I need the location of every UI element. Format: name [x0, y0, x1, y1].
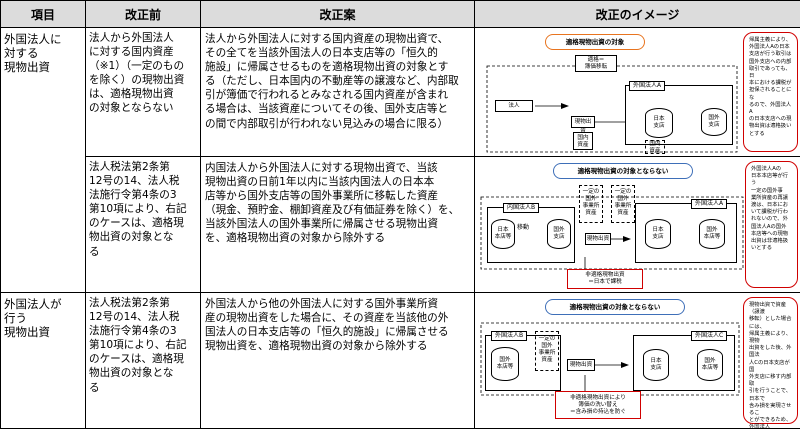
foreign-branch-cylinder: 国外 支店: [547, 219, 571, 249]
note-box: 現物出資で資産（譲渡 移転）とした場合には、 帰属主義により、現物 出資をした後…: [743, 297, 798, 424]
diagram-title: 適格現物出資の対象とならない: [553, 163, 693, 179]
before-cell: 法人税法第2条第 12号の14、法人税 法施行令第4条の3 第10項により、右記…: [86, 157, 201, 293]
header-before: 改正前: [86, 1, 201, 28]
image-cell: 適格現物出資の対象 適格＝ 簿価移転 法人 外国法人A 日本 支店 国外 支店 …: [475, 28, 800, 157]
domestic-corp-b-label: 内国法人B: [503, 203, 539, 213]
asset-box: 国内 資産: [573, 132, 593, 150]
item-cell: 外国法人が 行う 現物出資: [1, 293, 86, 429]
table-row: 外国法人に 対する 現物出資 法人から外国法人 に対する国内資産 （※1）（一定…: [1, 28, 800, 157]
after-cell: 法人から外国法人に対する国内資産の現物出資で、 その全てを当該外国法人の日本支店…: [201, 28, 475, 157]
note-box: 帰属主義により、 外国法人Aの日本 支店が行う取引は 国外支店への内部 取引であ…: [743, 32, 798, 152]
diagram-3: 適格現物出資の対象とならない 外国法人B 国外 本店等 一定の 国外 事業所 資…: [475, 293, 800, 428]
jp-branch-cylinder: 日本 支店: [643, 349, 669, 381]
header-image: 改正のイメージ: [475, 1, 800, 28]
diagram-1: 適格現物出資の対象 適格＝ 簿価移転 法人 外国法人A 日本 支店 国外 支店 …: [475, 28, 800, 156]
qualified-label: 適格＝ 簿価移転: [575, 55, 617, 72]
foreign-corp-b-label: 外国法人B: [491, 331, 527, 341]
jp-branch-cylinder: 日本 支店: [645, 108, 673, 138]
note-box: 外国法人Aの 日本本店等が行う 一定の国外事 業所資産の再譲 渡は、日本にお い…: [745, 161, 798, 288]
nonqualified-box: 非適格現物出資により 簿価の洗い替え ＝含み損の持込を防ぐ: [555, 391, 641, 419]
diagram-title: 適格現物出資の対象: [545, 34, 645, 50]
before-cell: 法人から外国法人 に対する国内資産 （※1）（一定のもの を除く）の現物出資 は…: [86, 28, 201, 157]
image-cell: 適格現物出資の対象とならない 内国法人B 日本 本店等 移動 国外 支店 一定の…: [475, 157, 800, 293]
item-cell: 外国法人に 対する 現物出資: [1, 28, 86, 293]
foreign-hq-cylinder: 国外 本店等: [699, 219, 725, 249]
before-cell: 法人税法第2条第 12号の14、法人税 法施行令第4条の3 第10項により、右記…: [86, 293, 201, 429]
foreign-corp-a-label: 外国法人A: [691, 199, 727, 209]
corp-box: 法人: [495, 100, 533, 112]
header-row: 項目 改正前 改正案 改正のイメージ: [1, 1, 800, 28]
foreign-corp-c-label: 外国法人C: [691, 331, 727, 341]
jp-hq-cylinder: 日本 本店等: [491, 219, 515, 249]
pe-asset: 一定の 国外 事業所 資産: [535, 331, 559, 371]
pe-asset-1: 一定の 国外 事業所 資産: [579, 185, 603, 223]
pe-asset-2: 一定の 国外 事業所 資産: [611, 185, 635, 223]
foreign-hq-c-cylinder: 国外 本店等: [697, 349, 723, 381]
nonqualified-box: 非適格現物出資 ＝日本で課税: [567, 269, 643, 289]
inkind-box: 現物出資: [571, 116, 595, 128]
image-cell: 適格現物出資の対象とならない 外国法人B 国外 本店等 一定の 国外 事業所 資…: [475, 293, 800, 429]
jp-branch-cylinder: 日本 支店: [645, 219, 671, 249]
move-label: 移動: [517, 224, 529, 231]
asset-box-2: 国内 資産: [645, 140, 665, 154]
foreign-branch-cylinder: 国外 支店: [701, 108, 727, 136]
after-cell: 内国法人から外国法人に対する現物出資で、当該 現物出資の日前1年以内に当該内国法…: [201, 157, 475, 293]
foreign-corp-a-label: 外国法人A: [629, 81, 665, 91]
diagram-2: 適格現物出資の対象とならない 内国法人B 日本 本店等 移動 国外 支店 一定の…: [475, 157, 800, 292]
table-row: 法人税法第2条第 12号の14、法人税 法施行令第4条の3 第10項により、右記…: [1, 157, 800, 293]
after-cell: 外国法人から他の外国法人に対する国外事業所資 産の現物出資をした場合に、その資産…: [201, 293, 475, 429]
inkind-box: 現物出資: [585, 233, 611, 245]
inkind-box: 現物出資: [567, 359, 595, 371]
header-after: 改正案: [201, 1, 475, 28]
table-row: 外国法人が 行う 現物出資 法人税法第2条第 12号の14、法人税 法施行令第4…: [1, 293, 800, 429]
header-item: 項目: [1, 1, 86, 28]
diagram-title: 適格現物出資の対象とならない: [545, 299, 685, 315]
foreign-hq-b-cylinder: 国外 本店等: [491, 347, 519, 381]
